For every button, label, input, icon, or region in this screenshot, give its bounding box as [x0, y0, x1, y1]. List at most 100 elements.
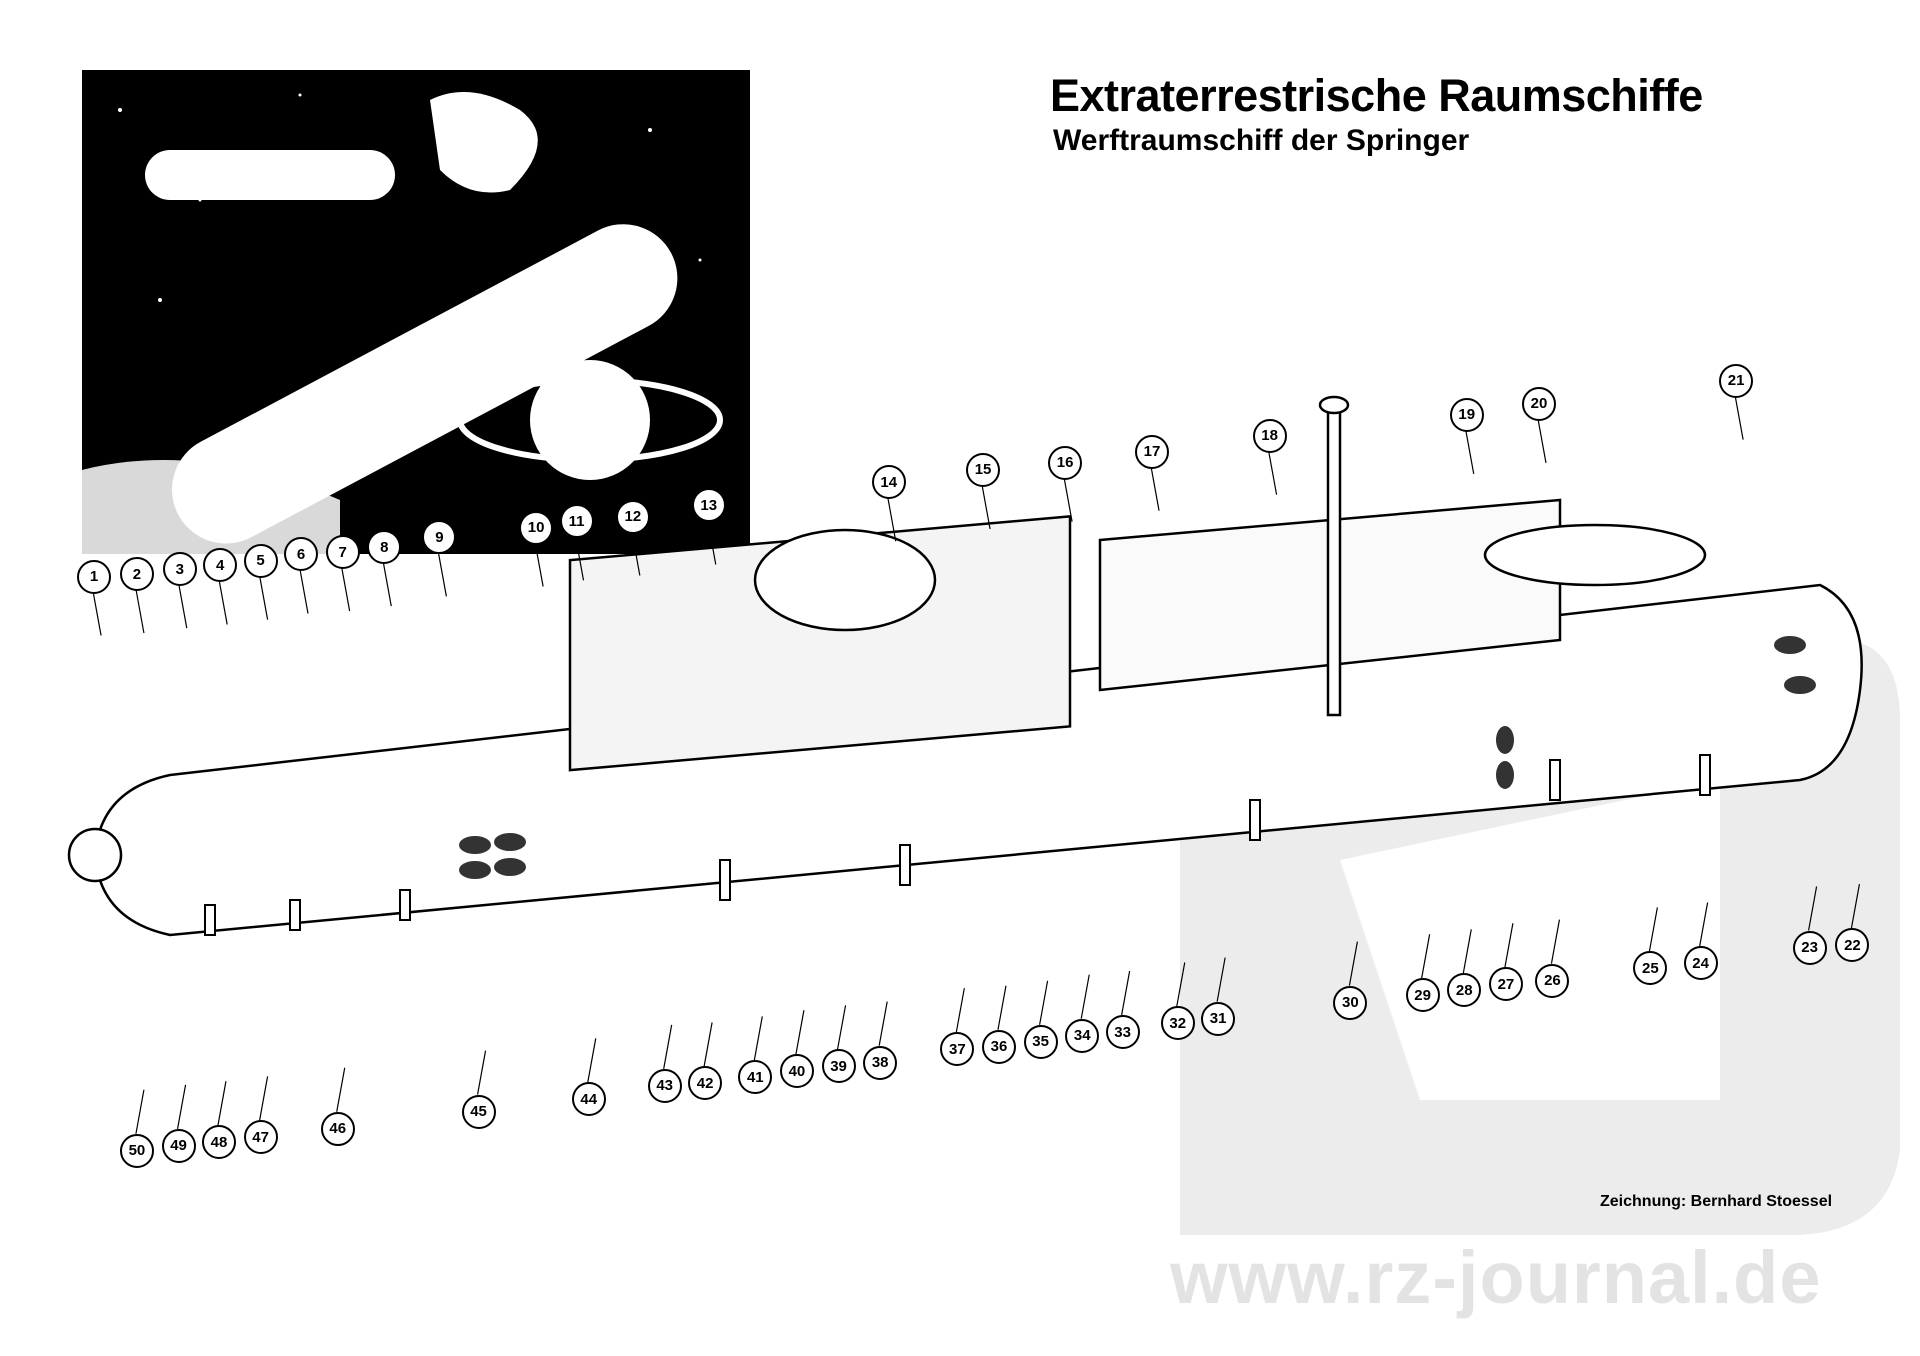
leader-line-29 — [1421, 934, 1431, 979]
callout-26: 26 — [1535, 963, 1570, 998]
callout-14: 14 — [871, 465, 906, 500]
leader-line-40 — [795, 1010, 805, 1055]
callout-20: 20 — [1521, 386, 1556, 421]
leader-line-3 — [178, 584, 188, 629]
callout-41: 41 — [738, 1060, 773, 1095]
callout-29: 29 — [1405, 978, 1440, 1013]
callout-8: 8 — [367, 530, 402, 565]
callout-44: 44 — [571, 1082, 606, 1117]
leader-line-48 — [217, 1081, 227, 1126]
drawing-credit: Zeichnung: Bernhard Stoessel — [1600, 1193, 1833, 1210]
leader-line-28 — [1462, 929, 1472, 974]
callout-40: 40 — [779, 1054, 814, 1089]
leader-line-44 — [587, 1038, 597, 1083]
callout-36: 36 — [981, 1029, 1016, 1064]
watermark-url: www.rz-journal.de — [1170, 1236, 1822, 1319]
page-title: Extraterrestrische Raumschiffe — [1050, 70, 1703, 121]
leader-line-31 — [1216, 957, 1226, 1002]
callout-10: 10 — [519, 510, 554, 545]
page-subtitle: Werftraumschiff der Springer — [1053, 124, 1470, 157]
callout-45: 45 — [461, 1094, 496, 1129]
leader-line-9 — [437, 552, 447, 597]
callout-30: 30 — [1333, 985, 1368, 1020]
callout-13: 13 — [691, 488, 726, 523]
callout-47: 47 — [243, 1120, 278, 1155]
callout-16: 16 — [1048, 445, 1083, 480]
leader-line-1 — [92, 591, 102, 636]
callout-50: 50 — [119, 1133, 154, 1168]
callout-15: 15 — [966, 452, 1001, 487]
leader-line-5 — [259, 575, 269, 620]
callout-32: 32 — [1160, 1006, 1195, 1041]
leader-line-22 — [1850, 883, 1861, 929]
callout-34: 34 — [1065, 1018, 1100, 1053]
callout-25: 25 — [1633, 951, 1668, 986]
callout-24: 24 — [1683, 946, 1718, 981]
callout-35: 35 — [1023, 1024, 1058, 1059]
leader-line-41 — [753, 1016, 763, 1061]
callout-49: 49 — [161, 1128, 196, 1163]
leader-line-34 — [1080, 974, 1090, 1019]
leader-line-42 — [703, 1022, 713, 1067]
leader-line-45 — [476, 1050, 487, 1095]
leader-line-10 — [534, 542, 544, 587]
leader-line-13 — [707, 520, 717, 565]
callout-11: 11 — [559, 504, 594, 539]
callout-19: 19 — [1449, 397, 1484, 432]
leader-line-43 — [663, 1024, 673, 1070]
callout-28: 28 — [1447, 973, 1482, 1008]
leader-line-27 — [1504, 923, 1514, 968]
leader-line-24 — [1699, 902, 1709, 947]
leader-line-20 — [1537, 418, 1547, 463]
leader-line-32 — [1176, 962, 1186, 1007]
callout-1: 1 — [77, 559, 112, 594]
callout-leader-lines — [92, 395, 1861, 1134]
callout-42: 42 — [688, 1066, 723, 1101]
callout-18: 18 — [1252, 418, 1287, 453]
callout-17: 17 — [1135, 434, 1170, 469]
callout-5: 5 — [243, 543, 278, 578]
leader-line-26 — [1550, 919, 1561, 964]
leader-line-35 — [1039, 980, 1049, 1025]
leader-line-46 — [336, 1067, 346, 1112]
callout-3: 3 — [162, 552, 197, 587]
callout-12: 12 — [615, 499, 650, 534]
leader-line-15 — [981, 484, 991, 530]
callout-38: 38 — [863, 1045, 898, 1080]
callout-43: 43 — [647, 1068, 682, 1103]
callout-2: 2 — [119, 557, 154, 592]
callout-37: 37 — [940, 1032, 975, 1067]
leader-line-38 — [878, 1001, 888, 1046]
callout-9: 9 — [422, 520, 457, 555]
leader-line-23 — [1807, 886, 1818, 931]
callout-39: 39 — [821, 1049, 856, 1084]
leader-line-37 — [955, 988, 965, 1033]
callout-6: 6 — [284, 537, 318, 572]
callout-21: 21 — [1719, 363, 1754, 398]
hull-portholes — [459, 636, 1816, 879]
leader-line-25 — [1648, 907, 1658, 952]
callout-23: 23 — [1792, 930, 1827, 965]
leader-line-11 — [574, 536, 585, 581]
callout-31: 31 — [1201, 1001, 1236, 1036]
leader-line-2 — [135, 588, 145, 634]
leader-line-8 — [382, 562, 392, 607]
leader-line-50 — [135, 1089, 145, 1134]
leader-line-36 — [997, 985, 1007, 1030]
callout-4: 4 — [203, 548, 238, 583]
leader-line-33 — [1121, 970, 1131, 1016]
leader-line-17 — [1150, 466, 1160, 511]
leader-line-47 — [259, 1076, 269, 1121]
callout-7: 7 — [325, 535, 360, 570]
leader-line-7 — [341, 566, 351, 612]
ship-hull — [67, 395, 1863, 937]
leader-line-19 — [1465, 429, 1475, 474]
callout-22: 22 — [1835, 928, 1870, 963]
leader-line-6 — [299, 569, 309, 614]
leader-line-12 — [631, 531, 641, 576]
callout-27: 27 — [1488, 967, 1523, 1002]
leader-line-39 — [836, 1005, 847, 1050]
leader-line-16 — [1063, 477, 1073, 522]
leader-line-30 — [1348, 941, 1358, 986]
callout-33: 33 — [1105, 1015, 1140, 1050]
